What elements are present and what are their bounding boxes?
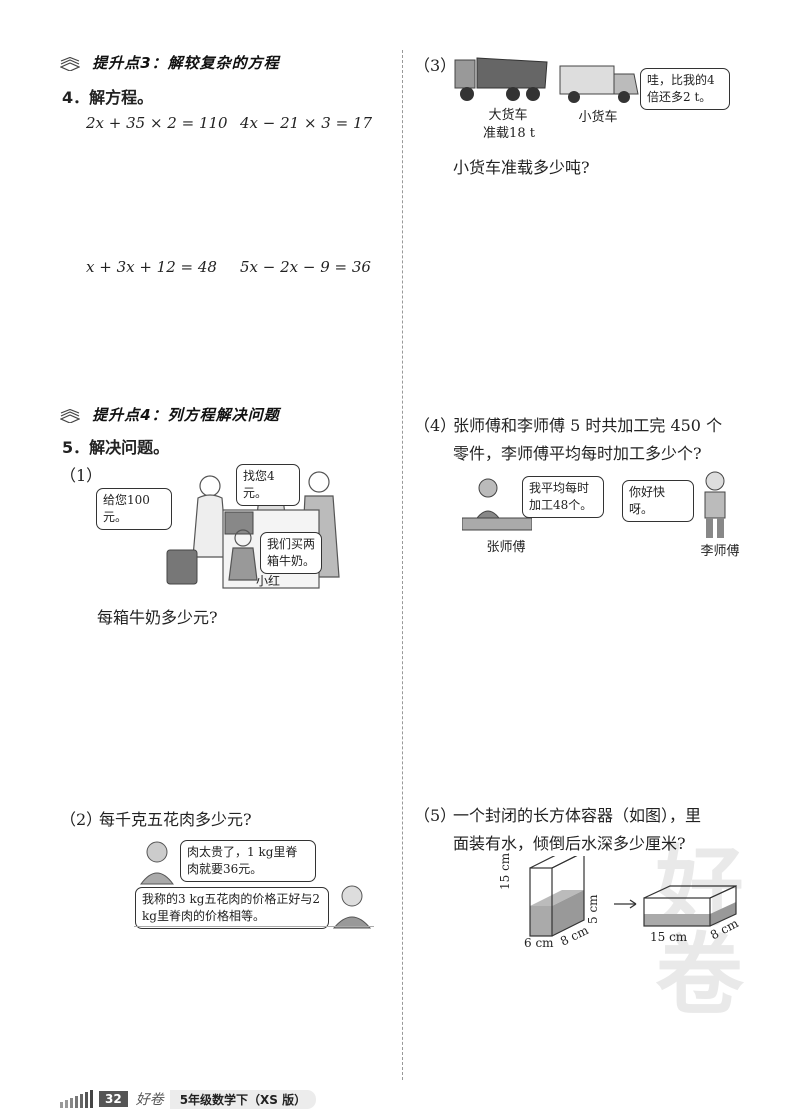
book-stack-icon <box>60 408 80 423</box>
speech-bubble-give: 给您100元。 <box>96 488 172 530</box>
question-5-label: 5．解决问题。 <box>62 438 170 457</box>
problem-3-number: （3） <box>414 56 457 75</box>
problem-2-rule <box>134 926 374 927</box>
page-footer: 32 好卷 5年级数学下（XS 版） <box>60 1089 317 1109</box>
dim-water-label: 5 cm <box>586 894 600 924</box>
cuboid-diagram <box>529 851 737 937</box>
speech-bubble-buy: 我们买两箱牛奶。 <box>260 532 322 574</box>
column-divider <box>402 50 403 1080</box>
big-truck-load: 准载18 t <box>483 126 535 141</box>
problem-3-question: 小货车准载多少吨? <box>453 158 590 177</box>
section-header-3: 提升点3：解较复杂的方程 <box>60 52 280 73</box>
speech-bubble-truck: 哇，比我的4倍还多2 t。 <box>640 68 730 110</box>
problem-1-number: （1） <box>60 466 103 485</box>
name-zhang: 张师傅 <box>486 540 526 555</box>
book-stack-icon <box>60 56 80 71</box>
problem-4-text-line2: 零件，李师傅平均每时加工多少个? <box>453 444 702 463</box>
problem-1-question: 每箱牛奶多少元? <box>97 608 218 627</box>
speech-bubble-pork-price: 肉太贵了，1 kg里脊肉就要36元。 <box>180 840 316 882</box>
watermark: 好卷 <box>641 840 744 1016</box>
problem-5-text-line1: 一个封闭的长方体容器（如图），里 <box>453 806 702 825</box>
equation-4: 5x − 2x − 9 = 36 <box>240 258 371 276</box>
dim-height-label: 15 cm <box>498 852 512 890</box>
brand-logo: 好卷 <box>135 1092 164 1108</box>
speech-bubble-li: 你好快呀。 <box>622 480 694 522</box>
dim-width-label: 6 cm <box>524 936 554 950</box>
box-truck-icon <box>559 65 639 103</box>
equation-1: 2x + 35 × 2 = 110 <box>86 114 228 132</box>
question-4-label: 4．解方程。 <box>62 88 154 107</box>
page-number: 32 <box>99 1091 128 1107</box>
small-truck-label: 小货车 <box>578 110 618 125</box>
problem-4-text-line1: 张师傅和李师傅 5 时共加工完 450 个 <box>453 416 723 435</box>
section-header-4: 提升点4：列方程解决问题 <box>60 404 280 425</box>
book-title: 5年级数学下（XS 版） <box>169 1089 317 1109</box>
speech-bubble-change: 找您4元。 <box>236 464 300 506</box>
dim-length2-label: 15 cm <box>650 930 688 944</box>
speech-bubble-zhang: 我平均每时加工48个。 <box>522 476 604 518</box>
grandma-avatar <box>330 882 374 934</box>
problem-4-number: （4） <box>414 416 457 435</box>
equation-3: x + 3x + 12 = 48 <box>86 258 217 276</box>
equation-2: 4x − 21 × 3 = 17 <box>240 114 373 132</box>
woman-avatar <box>137 838 177 890</box>
name-li: 李师傅 <box>700 544 740 559</box>
master-zhang-drawing <box>461 476 533 538</box>
master-li-drawing <box>698 470 732 544</box>
big-truck-drawing <box>453 54 549 108</box>
container-diagram <box>510 851 750 960</box>
name-xiaohong: 小红 <box>256 574 281 588</box>
dump-truck-icon <box>454 57 548 101</box>
speech-bubble-weigh: 我称的3 kg五花肉的价格正好与2 kg里脊肉的价格相等。 <box>135 887 329 929</box>
problem-2-question: 每千克五花肉多少元? <box>99 810 252 829</box>
problem-5-text-line2: 面装有水，倾倒后水深多少厘米? <box>453 834 686 853</box>
problem-5-number: （5） <box>414 806 457 825</box>
small-truck-drawing <box>558 64 640 108</box>
big-truck-label: 大货车 <box>488 108 528 123</box>
bar-decoration-icon <box>60 1090 93 1108</box>
problem-2-number: （2） <box>60 810 103 829</box>
